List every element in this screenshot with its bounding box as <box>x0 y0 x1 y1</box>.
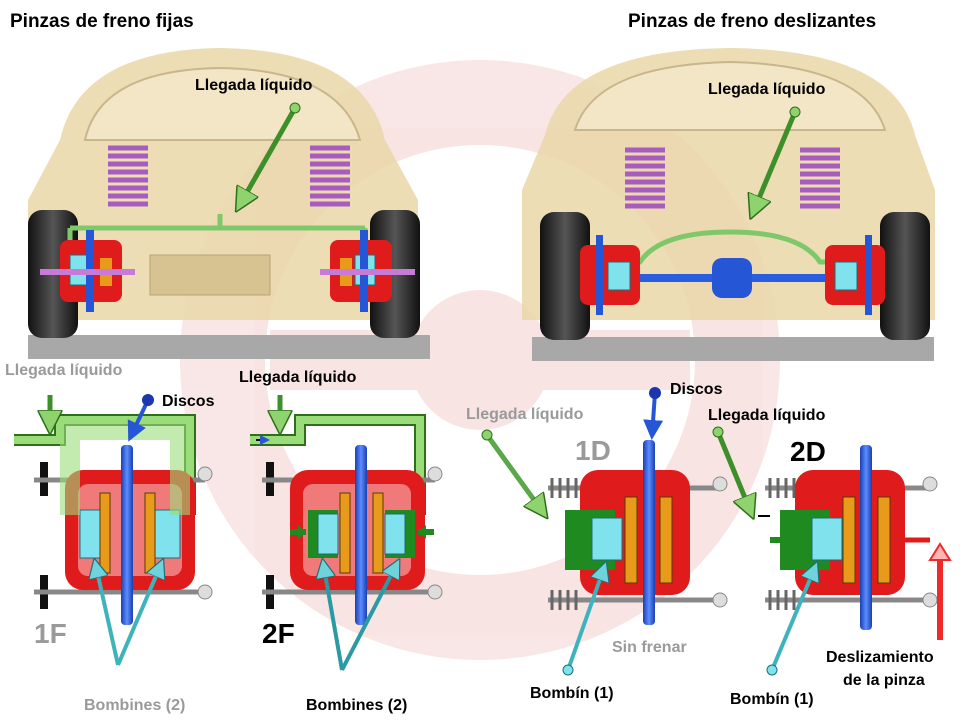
arrow-cyl-1f-b <box>116 562 162 666</box>
spring-right-2 <box>800 147 840 209</box>
ground-right <box>532 337 934 361</box>
arrow-disc-1f <box>127 399 150 442</box>
label-caliper-slide-line2: de la pinza <box>843 672 925 689</box>
detail-2d <box>712 426 952 676</box>
arrow-cyl-1d <box>566 565 605 671</box>
car-fixed-calipers <box>28 48 430 359</box>
label-fluid-inlet-top-right: Llegada líquido <box>708 81 826 98</box>
label-cylinder-2d: Bombín (1) <box>730 691 814 708</box>
disc-1d <box>643 440 655 625</box>
label-cylinders-2f: Bombines (2) <box>306 697 408 714</box>
figure-label-2d: 2D <box>790 436 826 467</box>
caliper-right-1 <box>580 235 640 315</box>
disc-2d <box>860 445 872 630</box>
label-cylinders-1f: Bombines (2) <box>84 697 186 714</box>
fluid-pipe-right <box>610 229 850 265</box>
disc-1f <box>121 445 133 625</box>
tire-right-2 <box>880 212 930 340</box>
detail-1d <box>481 387 728 676</box>
label-discs-left: Discos <box>162 393 215 410</box>
detail-2f <box>250 395 443 671</box>
spring-left-2 <box>310 145 350 207</box>
caliper-right-2 <box>825 235 885 315</box>
label-fluid-inlet-1d: Llegada líquido <box>466 406 584 423</box>
tire-right-1 <box>540 212 590 340</box>
figure-label-2f: 2F <box>262 618 295 649</box>
spring-left-1 <box>108 145 148 207</box>
label-discs-right: Discos <box>670 381 723 398</box>
arrow-cyl-2f-a <box>323 562 344 671</box>
car-sliding-calipers <box>522 48 935 361</box>
label-cylinder-1d: Bombín (1) <box>530 685 614 702</box>
arrow-cyl-1f-a <box>95 562 120 666</box>
label-fluid-inlet-1f: Llegada líquido <box>5 362 123 379</box>
ground-left <box>28 335 430 359</box>
fluid-pipe-left <box>67 214 368 248</box>
detail-1f <box>14 394 213 666</box>
arrow-fluid-2d <box>715 431 752 515</box>
arrow-disc-1d <box>643 392 664 440</box>
figure-label-1d: 1D <box>575 435 611 466</box>
label-not-braking: Sin frenar <box>612 639 687 656</box>
label-fluid-inlet-top-left: Llegada líquido <box>195 77 313 94</box>
figure-label-1f: 1F <box>34 618 67 649</box>
arrow-fluid-1d <box>484 433 545 515</box>
spring-right-1 <box>625 147 665 209</box>
title-sliding-calipers: Pinzas de freno deslizantes <box>628 11 877 32</box>
arrow-fluid-top-left <box>238 106 298 208</box>
label-caliper-slide-line1: Deslizamiento <box>826 649 934 666</box>
arrow-cyl-2d <box>770 565 816 671</box>
label-fluid-inlet-2d: Llegada líquido <box>708 407 826 424</box>
label-fluid-inlet-2f: Llegada líquido <box>239 369 357 386</box>
title-fixed-calipers: Pinzas de freno fijas <box>10 11 194 32</box>
disc-2f <box>355 445 367 625</box>
arrow-cyl-2f-b <box>340 562 398 671</box>
arrow-fluid-top-right <box>752 111 798 215</box>
